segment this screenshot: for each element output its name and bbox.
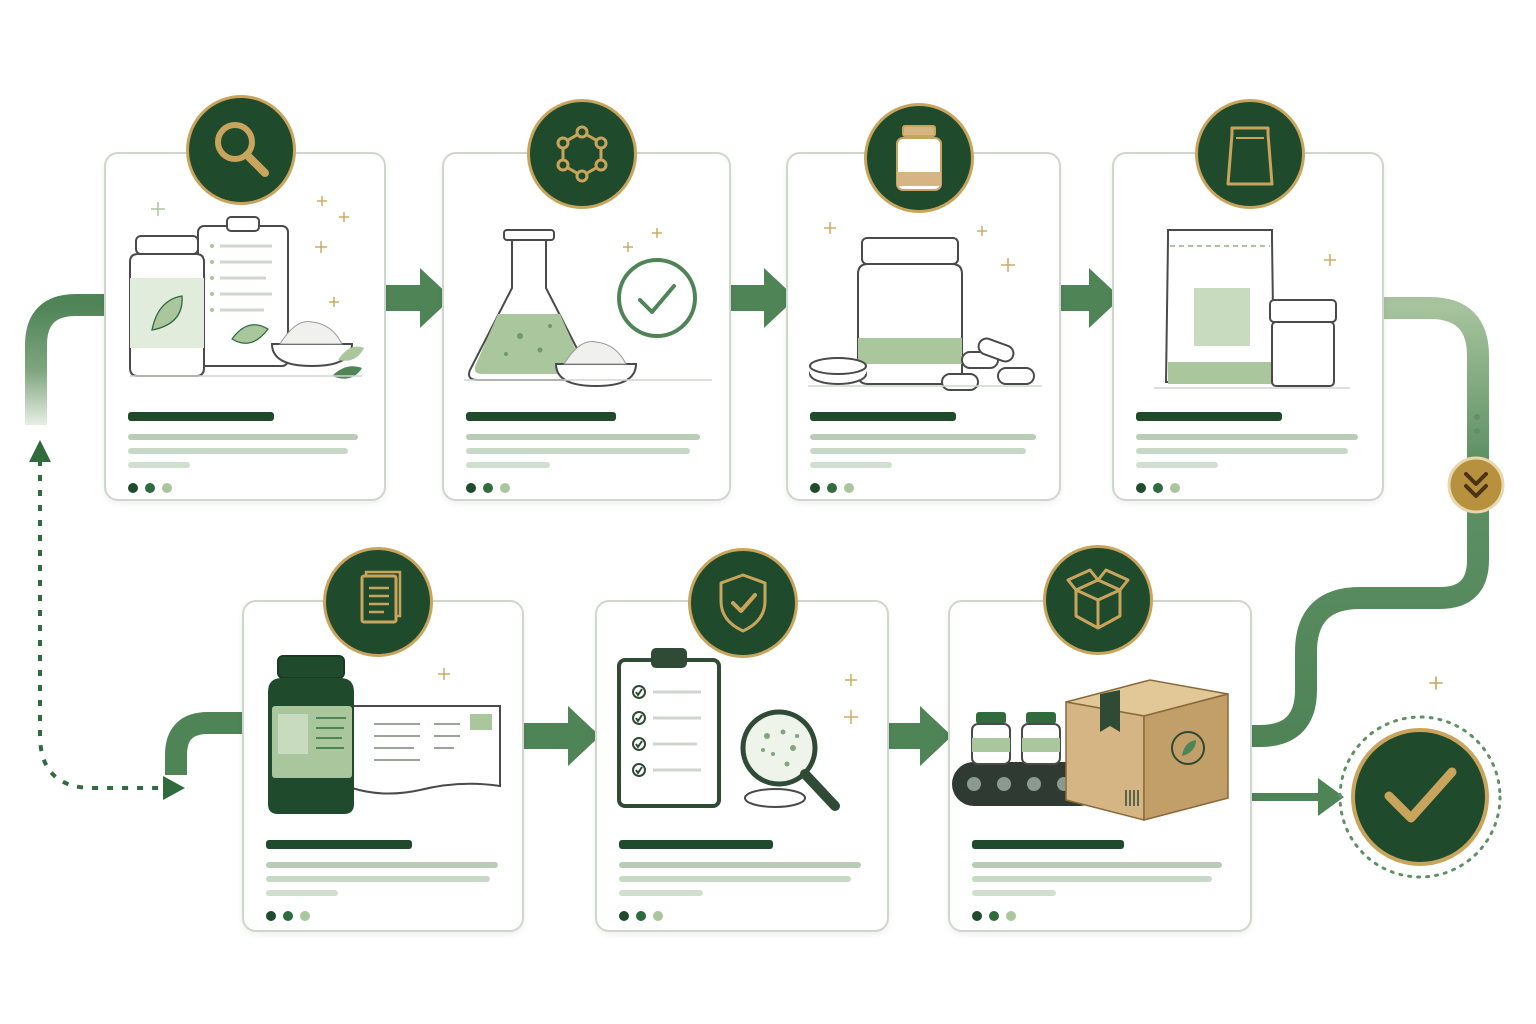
sparkle-icon — [1429, 676, 1443, 690]
progress-dot — [619, 911, 629, 921]
step-card-labeling — [242, 600, 524, 932]
pouch-tub-illustration — [1154, 229, 1350, 389]
step-card-formulation — [442, 152, 731, 501]
return-arrowhead-up — [29, 440, 51, 462]
progress-dot — [1170, 483, 1180, 493]
step-card-shipping — [948, 600, 1252, 932]
progress-dot — [500, 483, 510, 493]
progress-dots — [128, 480, 179, 498]
flow-band-left — [25, 294, 106, 425]
arrow-quality-control-to-shipping — [886, 706, 952, 766]
flow-band-right — [1250, 297, 1489, 747]
return-dotted-path — [38, 460, 165, 790]
molecule-icon — [527, 99, 637, 209]
step-card-packaging — [1112, 152, 1384, 501]
checklist-magnifier-sample-illustration — [617, 648, 858, 811]
step-card-research — [104, 152, 386, 501]
progress-dot — [266, 911, 276, 921]
step-card-encapsulation — [786, 152, 1061, 501]
step-card-quality-control — [595, 600, 889, 932]
jar-icon — [864, 103, 974, 213]
progress-dot — [989, 911, 999, 921]
box-icon — [1043, 545, 1153, 655]
progress-dot — [145, 483, 155, 493]
flow-band-into-labeling — [165, 712, 244, 775]
arrow-research-to-formulation — [384, 268, 452, 328]
progress-dot — [810, 483, 820, 493]
progress-dots — [810, 480, 861, 498]
check-circle-icon — [1338, 715, 1502, 879]
return-arrowhead-right — [163, 776, 185, 800]
arrow-to-completion — [1250, 778, 1344, 816]
progress-dot — [483, 483, 493, 493]
progress-dot — [162, 483, 172, 493]
progress-dot — [972, 911, 982, 921]
placeholder-text-block — [266, 840, 500, 922]
progress-dot — [827, 483, 837, 493]
arrow-labeling-to-quality-control — [522, 706, 600, 766]
conveyor-bottles-carton-illustration — [952, 679, 1229, 821]
document-icon — [323, 547, 433, 657]
connector-dot — [1474, 428, 1480, 434]
connector-dot — [1474, 414, 1480, 420]
placeholder-text-block — [128, 412, 362, 494]
progress-dots — [619, 908, 670, 926]
progress-dot — [128, 483, 138, 493]
double-chevron-down-icon — [1447, 456, 1505, 514]
pouch-icon — [1195, 99, 1305, 209]
progress-dot — [466, 483, 476, 493]
placeholder-text-block — [972, 840, 1228, 922]
placeholder-text-block — [810, 412, 1037, 494]
progress-dots — [972, 908, 1023, 926]
progress-dots — [1136, 480, 1187, 498]
magnifier-icon — [186, 95, 296, 205]
progress-dot — [1006, 911, 1016, 921]
progress-dot — [283, 911, 293, 921]
supplement-jar-clipboard-powder-illustration — [129, 196, 364, 379]
arrow-encapsulation-to-packaging — [1058, 268, 1121, 328]
jar-capsules-tablet-illustration — [808, 222, 1042, 391]
placeholder-text-block — [466, 412, 707, 494]
arrow-formulation-to-encapsulation — [728, 268, 796, 328]
progress-dot — [1136, 483, 1146, 493]
progress-dots — [266, 908, 317, 926]
progress-dot — [636, 911, 646, 921]
flask-check-powder-illustration — [464, 228, 712, 388]
placeholder-text-block — [1136, 412, 1360, 494]
placeholder-text-block — [619, 840, 865, 922]
bottle-label-sheet-illustration — [268, 655, 501, 814]
shield-check-icon — [688, 548, 798, 658]
progress-dot — [300, 911, 310, 921]
progress-dot — [1153, 483, 1163, 493]
progress-dot — [844, 483, 854, 493]
progress-dot — [653, 911, 663, 921]
progress-dots — [466, 480, 517, 498]
